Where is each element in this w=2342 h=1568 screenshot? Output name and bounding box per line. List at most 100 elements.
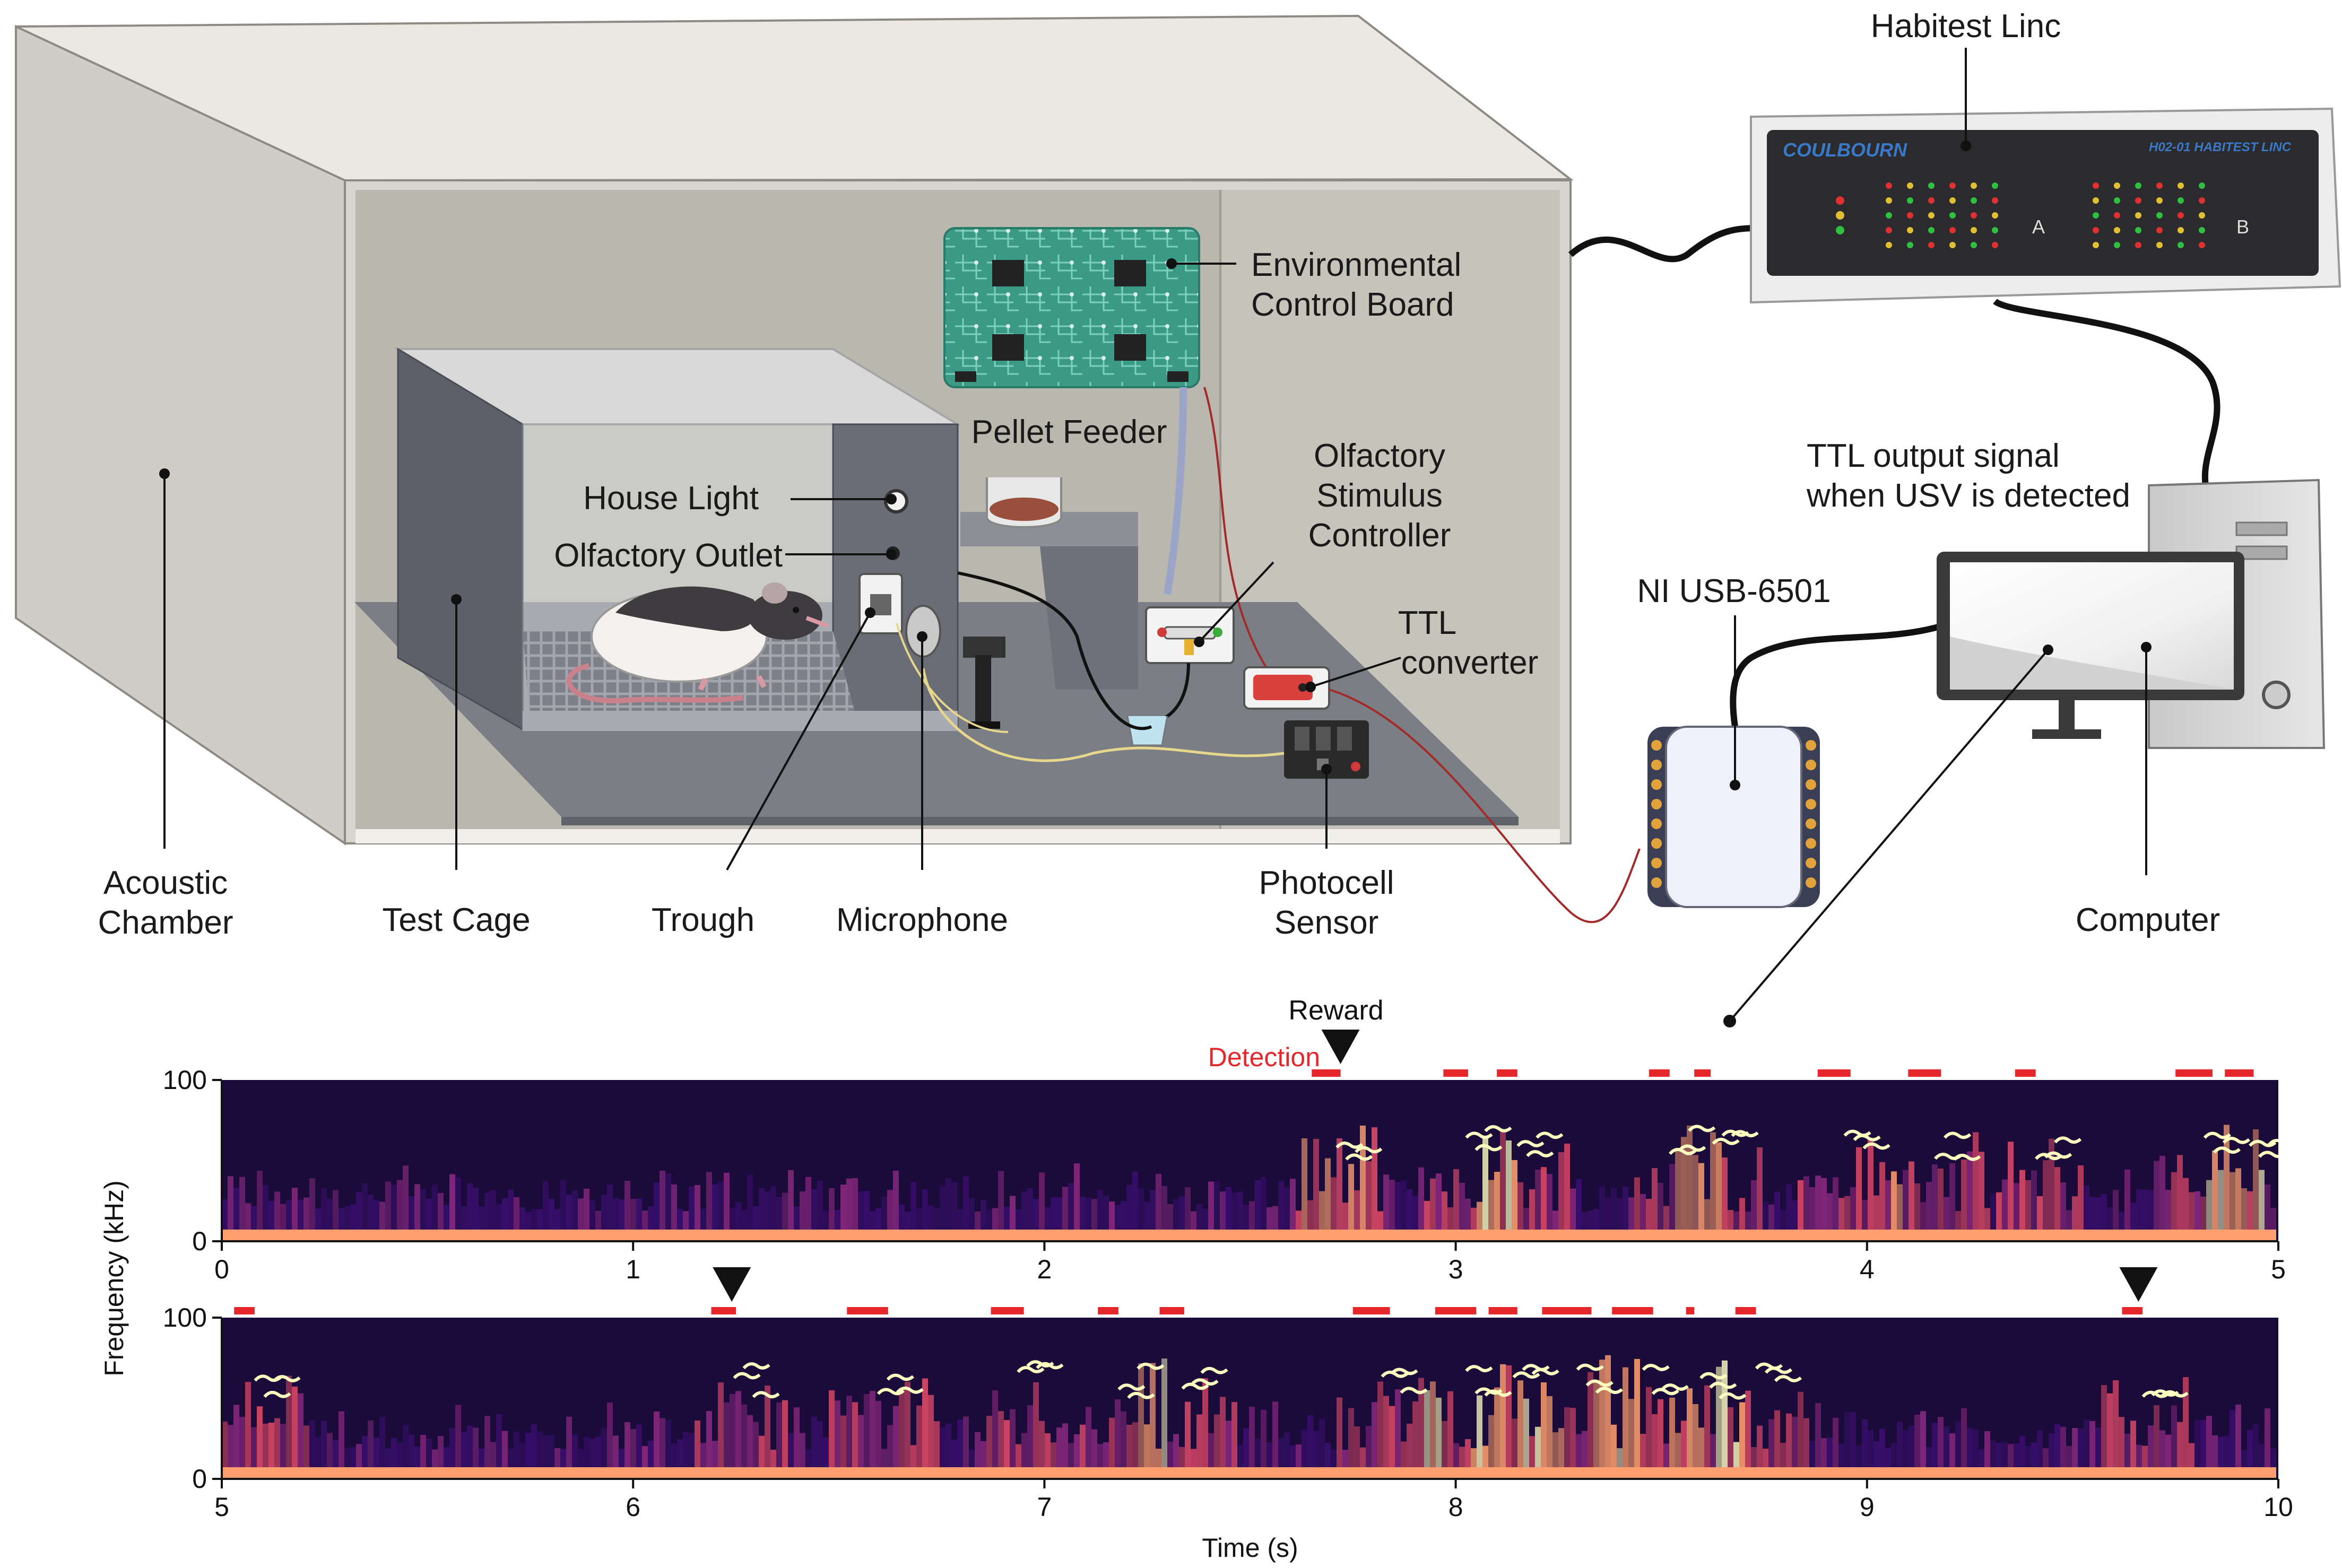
spectrogram-baseline	[1798, 1467, 1803, 1479]
spectrogram-band	[1220, 1191, 1226, 1241]
spectrogram-band	[327, 1198, 333, 1241]
spectrogram-baseline	[1325, 1467, 1331, 1479]
device-led	[1886, 242, 1892, 248]
spectrogram-band	[671, 1443, 677, 1479]
usv-call	[2213, 1146, 2241, 1154]
spectrogram-baseline	[1949, 1230, 1955, 1241]
spectrogram-baseline	[1751, 1230, 1757, 1241]
device-led	[1971, 227, 1977, 233]
spectrogram-band	[502, 1431, 508, 1479]
spectrogram-band	[228, 1425, 233, 1479]
device-led	[1949, 212, 1956, 219]
spectrogram-band	[1774, 1191, 1780, 1241]
spectrogram-baseline	[251, 1467, 257, 1479]
spectrogram-band	[1663, 1443, 1669, 1479]
spectrogram-band	[514, 1197, 519, 1241]
spectrogram-baseline	[1535, 1230, 1541, 1241]
spectrogram-band	[730, 1393, 735, 1479]
spectrogram-baseline	[572, 1230, 578, 1241]
spectrogram-band	[2142, 1190, 2148, 1241]
spectrogram-baseline	[1255, 1230, 1261, 1241]
spectrogram-band	[2171, 1405, 2177, 1479]
spectrogram-band	[2235, 1168, 2241, 1241]
detection-bar	[991, 1307, 1024, 1314]
spectrogram-band	[1430, 1178, 1436, 1241]
spectrogram-band	[1669, 1397, 1675, 1479]
spectrogram-baseline	[397, 1230, 403, 1241]
spectrogram-band	[374, 1199, 379, 1241]
spectrogram-baseline	[1704, 1230, 1710, 1241]
spectrogram-baseline	[1080, 1230, 1086, 1241]
spectrogram-baseline	[700, 1467, 706, 1479]
spectrogram-baseline	[957, 1230, 963, 1241]
spectrogram-baseline	[1856, 1467, 1862, 1479]
spectrogram-baseline	[910, 1230, 916, 1241]
spectrogram-band	[1494, 1172, 1500, 1241]
photocell-sensor	[1284, 720, 1369, 779]
usb-pin	[1651, 779, 1662, 790]
spectrogram-band	[473, 1427, 479, 1479]
spectrogram-baseline	[467, 1467, 473, 1479]
usv-call	[2222, 1137, 2250, 1144]
spectrogram-band	[1062, 1187, 1068, 1241]
spectrogram-baseline	[829, 1230, 835, 1241]
spectrogram-baseline	[1693, 1230, 1698, 1241]
spectrogram-baseline	[981, 1467, 986, 1479]
spectrogram-band	[1984, 1208, 1990, 1241]
spectrogram-baseline	[2084, 1230, 2089, 1241]
spectrogram-baseline	[613, 1230, 619, 1241]
spectrogram-baseline	[1494, 1467, 1500, 1479]
spectrogram-baseline	[2159, 1230, 2165, 1241]
spectrogram-band	[835, 1400, 840, 1479]
spectrogram-baseline	[852, 1230, 858, 1241]
spectrogram-band	[2084, 1185, 2089, 1241]
spectrogram-band	[263, 1185, 268, 1241]
usv-call	[273, 1375, 301, 1382]
spectrogram-band	[549, 1434, 554, 1479]
spectrogram-baseline	[1879, 1467, 1885, 1479]
spectrogram-baseline	[1722, 1230, 1728, 1241]
spectrogram-band	[461, 1206, 467, 1241]
spectrogram-band	[1348, 1408, 1354, 1479]
spectrogram-baseline	[2183, 1230, 2189, 1241]
detection-bar	[1443, 1069, 1468, 1077]
usv-call	[1200, 1366, 1228, 1374]
spectrogram-band	[1027, 1405, 1033, 1479]
spectrogram-baseline	[239, 1467, 245, 1479]
usv-call	[1953, 1154, 1981, 1161]
spectrogram-band	[2124, 1169, 2130, 1241]
spectrogram-band	[1231, 1401, 1237, 1479]
spectrogram-baseline	[1821, 1230, 1827, 1241]
spectrogram-band	[1056, 1427, 1062, 1479]
spectrogram-band	[601, 1427, 607, 1479]
spectrogram-baseline	[1628, 1230, 1634, 1241]
spectrogram-band	[2060, 1427, 2066, 1479]
spectrogram-band	[1348, 1164, 1354, 1241]
spectrogram-band	[1716, 1142, 1722, 1241]
spectrogram-baseline	[1465, 1230, 1471, 1241]
spectrogram-baseline	[1558, 1230, 1564, 1241]
spectrogram-baseline	[1663, 1467, 1669, 1479]
spectrogram-band	[1004, 1420, 1010, 1479]
spectrogram-band	[677, 1208, 683, 1241]
spectrogram-baseline	[1955, 1467, 1961, 1479]
spectrogram-band	[2259, 1443, 2265, 1479]
spectrogram-baseline	[1523, 1230, 1529, 1241]
spectrogram-baseline	[2148, 1467, 2154, 1479]
spectrogram-band	[1588, 1372, 1593, 1479]
usb-pin	[1806, 779, 1816, 790]
spectrogram-baseline	[981, 1230, 986, 1241]
spectrogram-baseline	[595, 1467, 601, 1479]
usv-call	[1531, 1368, 1559, 1375]
spectrogram-band	[1949, 1163, 1955, 1241]
spectrogram-band	[1506, 1365, 1512, 1479]
spectrogram-baseline	[823, 1230, 829, 1241]
spectrogram-band	[1307, 1415, 1313, 1479]
spectrogram-band	[484, 1192, 490, 1241]
spectrogram-band	[1821, 1178, 1827, 1241]
spectrogram-band	[263, 1423, 268, 1479]
spectrogram-band	[893, 1171, 899, 1241]
spectrogram-baseline	[1401, 1230, 1407, 1241]
spectrogram-band	[1803, 1418, 1809, 1479]
spectrogram-band	[374, 1438, 379, 1479]
